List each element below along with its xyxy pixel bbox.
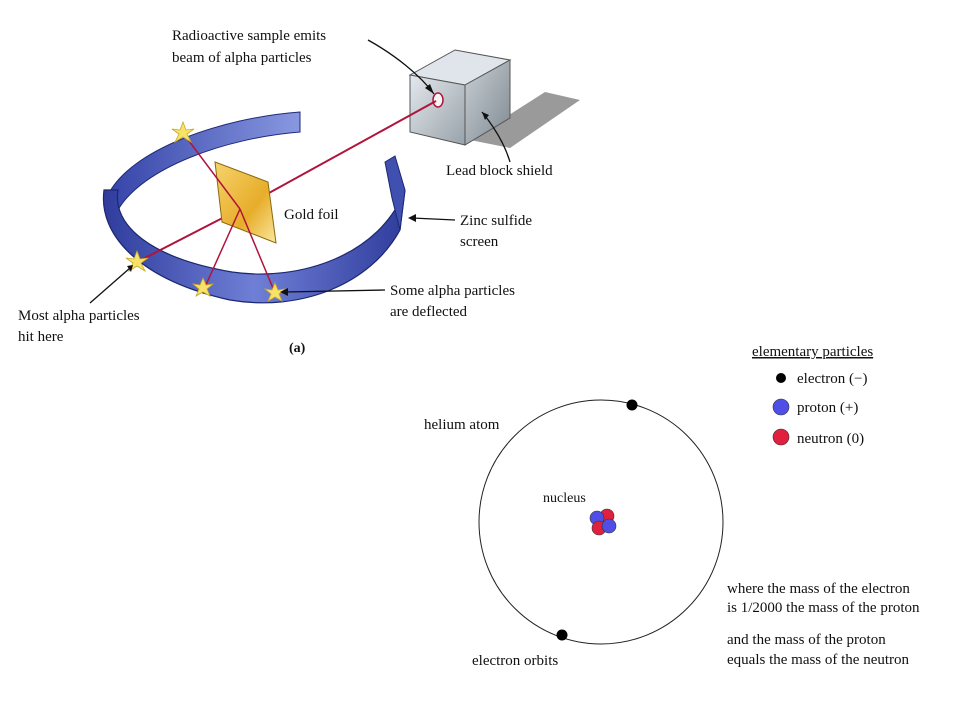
gold-foil [214, 161, 277, 244]
arrow-most-hit [89, 267, 131, 304]
lead-block-side [464, 59, 511, 146]
proton-front [601, 518, 617, 534]
label-most-hit-line2: hit here [18, 329, 64, 345]
label-lead-block: Lead block shield [446, 163, 553, 179]
mass-notes: where the mass of the electron is 1/2000… [727, 581, 920, 668]
label-source-line1: Radioactive sample emits [172, 28, 326, 44]
note-mass1-line2: is 1/2000 the mass of the proton [727, 600, 920, 616]
proton-dot-icon [772, 398, 790, 416]
figure-caption: (a) [289, 341, 306, 356]
screen-right-end [384, 155, 406, 231]
legend-item-proton: proton (+) [797, 400, 858, 416]
electron-orbit [478, 399, 724, 645]
note-mass2-line1: and the mass of the proton [727, 632, 886, 648]
note-mass2-line2: equals the mass of the neutron [727, 652, 910, 668]
label-nucleus: nucleus [543, 491, 586, 506]
label-deflected-line1: Some alpha particles [390, 283, 515, 299]
legend: elementary particles electron (−) proton… [752, 344, 873, 447]
deflected-path-up [182, 132, 241, 210]
note-mass1-line1: where the mass of the electron [727, 581, 910, 597]
source-aperture [432, 92, 444, 108]
legend-title: elementary particles [752, 344, 873, 360]
screen-back [107, 111, 301, 211]
deflected-path-down2 [239, 208, 276, 294]
flash-bottom-left [191, 276, 215, 297]
legend-item-neutron: neutron (0) [797, 431, 864, 447]
label-deflected-line2: are deflected [390, 304, 468, 320]
arrow-deflected [284, 289, 386, 293]
flash-top [171, 120, 195, 144]
arrow-heads [127, 84, 489, 296]
label-screen-line2: screen [460, 234, 499, 250]
label-electron-orbits: electron orbits [472, 653, 558, 669]
rutherford-experiment: Radioactive sample emits beam of alpha p… [18, 28, 580, 356]
alpha-beam [239, 100, 437, 210]
electron-top [626, 399, 638, 411]
label-screen-line1: Zinc sulfide [460, 213, 532, 229]
neutron-dot-icon [772, 428, 790, 446]
flash-bottom-right [263, 281, 287, 302]
label-helium-atom: helium atom [424, 417, 500, 433]
electron-bottom [556, 629, 568, 641]
arrow-screen [411, 217, 456, 221]
deflected-path-down1 [204, 208, 241, 288]
label-source-line2: beam of alpha particles [172, 50, 312, 66]
legend-item-electron: electron (−) [797, 371, 868, 387]
label-most-hit-line1: Most alpha particles [18, 308, 140, 324]
label-gold-foil: Gold foil [284, 207, 339, 223]
helium-atom-diagram: helium atom nucleus electron orbits [424, 399, 724, 669]
nucleus [589, 508, 617, 536]
electron-dot-icon [776, 373, 786, 383]
